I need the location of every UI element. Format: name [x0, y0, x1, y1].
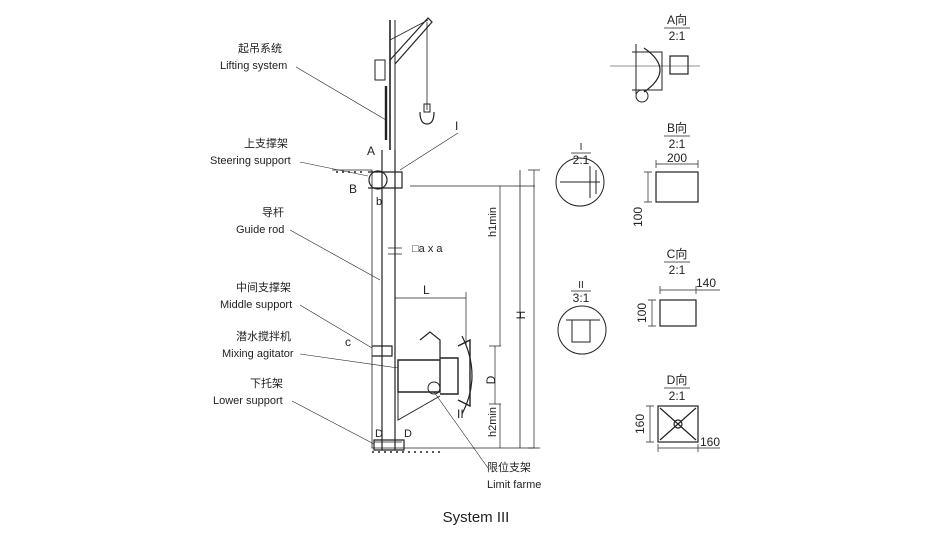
dim-label-axa: □a x a [412, 243, 443, 255]
detail-D-dim [646, 405, 720, 452]
label-lower-support-en: Lower support [213, 395, 283, 407]
label-middle-support-cn: 中间支撑架 [236, 281, 291, 294]
detail-B-scale: 2:1 [669, 137, 686, 151]
detail-II-scale: 3:1 [573, 291, 590, 305]
label-lifting-system-cn: 起吊系统 [238, 42, 282, 55]
lower-support [373, 439, 405, 451]
detail-C-dim [648, 286, 720, 327]
detail-A-title: A向 [667, 12, 687, 27]
detail-II-content [566, 319, 600, 343]
label-guide-rod-cn: 导杆 [262, 206, 284, 219]
detail-D-scale: 2:1 [669, 389, 686, 403]
label-limit-frame-cn: 限位支架 [487, 461, 531, 474]
label-middle-support-en: Middle support [220, 299, 293, 311]
steering-support-bracket [368, 171, 403, 189]
winch [374, 59, 386, 81]
leader-steering-support [299, 161, 369, 177]
crane-stay [389, 19, 429, 41]
dim-label-I: I [455, 119, 458, 133]
detail-C-height: 100 [635, 303, 649, 323]
detail-I-title: I [580, 142, 583, 153]
detail-D-title: D向 [667, 372, 688, 387]
label-guide-rod-en: Guide rod [236, 224, 285, 236]
dim-L [395, 292, 467, 346]
dim-label-H: H [514, 311, 528, 320]
detail-D-width: 160 [700, 435, 720, 449]
dim-label-h2: h2min [487, 407, 499, 437]
detail-B-width: 200 [667, 151, 687, 165]
figure-caption: System III [442, 509, 510, 526]
detail-C-scale: 2:1 [669, 263, 686, 277]
detail-I-scale: 2:1 [573, 153, 590, 167]
leader-I [399, 132, 459, 171]
detail-B-plate [655, 171, 699, 203]
leader-limit-frame [433, 391, 489, 469]
dim-label-D-right: D [404, 428, 412, 440]
detail-C-width: 140 [696, 276, 716, 290]
detail-B-title: B向 [667, 120, 687, 135]
dim-label-c: c [345, 335, 351, 349]
tank-wall [332, 169, 535, 449]
detail-I-circle [555, 157, 605, 207]
label-mixing-agitator-cn: 潜水搅拌机 [236, 330, 291, 343]
dim-label-h1: h1min [487, 207, 499, 237]
detail-D-cross [659, 407, 697, 441]
dim-label-B: B [349, 182, 357, 196]
steering-support-circle [368, 170, 388, 190]
mixer-blade [457, 338, 471, 408]
detail-I-content [560, 166, 600, 198]
label-mixing-agitator-en: Mixing agitator [222, 348, 294, 360]
leader-middle-support [299, 304, 373, 349]
detail-D-height: 160 [633, 414, 647, 434]
dim-label-b: b [376, 196, 382, 208]
dim-axa [388, 247, 402, 255]
mixer-shroud [461, 335, 473, 415]
label-steering-support-cn: 上支撑架 [244, 137, 288, 150]
detail-C-plate [659, 299, 697, 327]
leader-guide-rod [289, 229, 381, 281]
dim-label-A: A [367, 144, 375, 158]
label-lifting-system-en: Lifting system [220, 60, 288, 72]
dim-D [489, 345, 501, 405]
dim-label-D-left: D [375, 428, 383, 440]
detail-D-plate [657, 405, 699, 443]
detail-B-dim [644, 160, 699, 203]
dim-label-D: D [484, 375, 498, 384]
label-steering-support-en: Steering support [210, 155, 291, 167]
mixer-frame [419, 331, 441, 360]
label-limit-frame-en: Limit farme [487, 479, 542, 491]
mixer-motor [397, 359, 441, 393]
limit-frame-wheel [427, 381, 441, 395]
label-lower-support-cn: 下托架 [250, 377, 283, 390]
dim-label-L: L [423, 283, 430, 297]
detail-II-circle [557, 305, 607, 355]
crane-arm [389, 17, 433, 65]
leader-lower-support [291, 400, 375, 445]
middle-support-bracket [372, 345, 393, 357]
lower-arm [397, 392, 441, 421]
detail-A-scale: 2:1 [669, 29, 686, 43]
leader-mixing-agitator [299, 353, 399, 369]
detail-II-title: II [578, 280, 584, 291]
dim-label-II: II [457, 407, 464, 421]
hook-block [423, 103, 431, 113]
detail-A-view [610, 44, 700, 103]
mixer-hub [440, 357, 459, 395]
leader-lifting-system [295, 66, 387, 121]
detail-C-title: C向 [667, 246, 688, 261]
dim-H [528, 169, 540, 449]
detail-D-center [673, 419, 683, 429]
hook [419, 111, 435, 125]
detail-B-height: 100 [631, 207, 645, 227]
